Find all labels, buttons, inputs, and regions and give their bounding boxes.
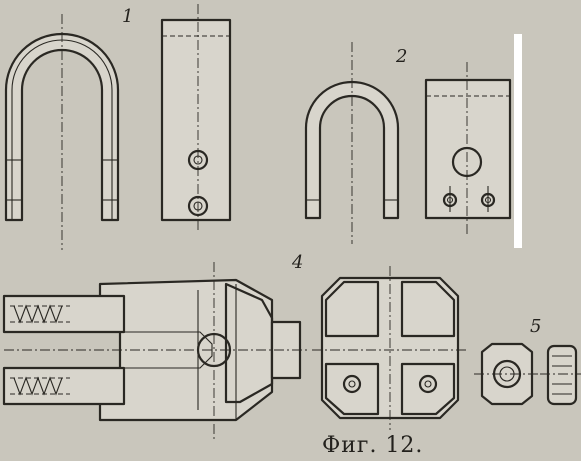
part-2-plate-side bbox=[424, 62, 512, 234]
part-1-plate-side bbox=[160, 4, 232, 232]
part-4-end-section bbox=[312, 266, 468, 430]
part-5-nut bbox=[474, 342, 540, 406]
part-label-5: 5 bbox=[530, 316, 541, 337]
part-label-4: 4 bbox=[291, 252, 303, 273]
part-1-u-clamp-front bbox=[4, 14, 120, 250]
part-4-side-section bbox=[2, 262, 310, 440]
paper-edge-highlight bbox=[514, 34, 522, 248]
figure-caption: Фиг. 12. bbox=[322, 433, 423, 458]
part-5-nut-side bbox=[540, 344, 581, 406]
part-label-2: 2 bbox=[395, 46, 407, 67]
part-2-u-clamp-front bbox=[304, 42, 400, 244]
part-label-1: 1 bbox=[122, 6, 133, 27]
